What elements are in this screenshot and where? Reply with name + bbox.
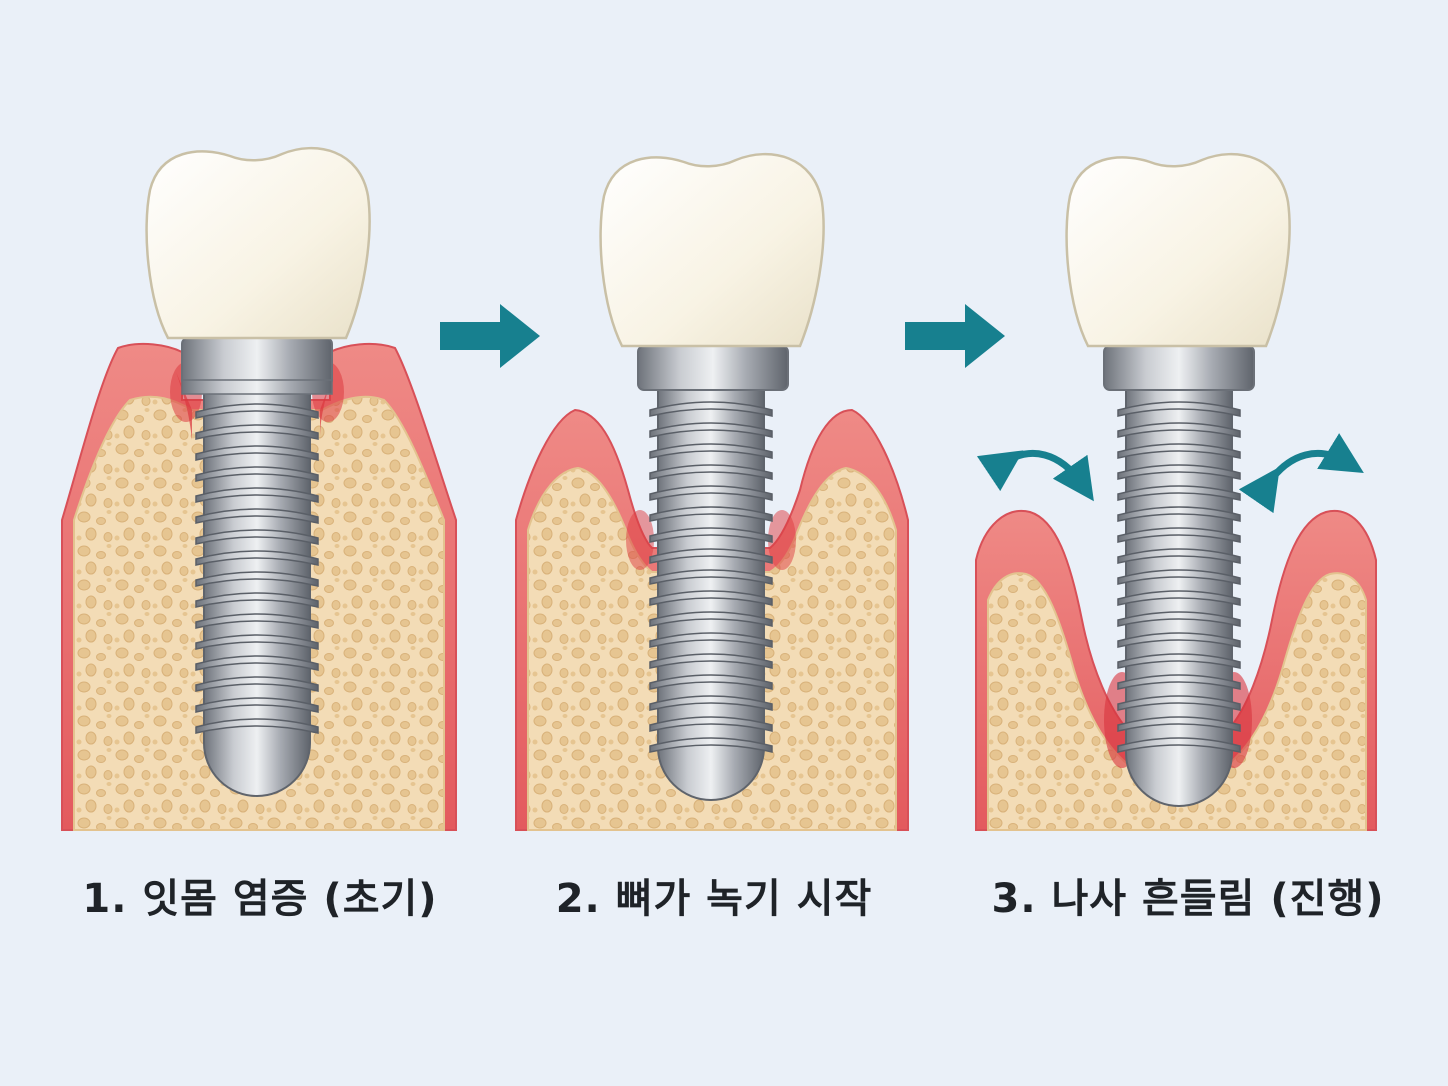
implant-abutment xyxy=(637,345,789,391)
screw-thread xyxy=(649,422,773,438)
implant-screw xyxy=(649,389,773,801)
screw-thread xyxy=(649,716,773,732)
stage-1-illustration xyxy=(61,146,457,831)
screw-thread xyxy=(649,611,773,627)
screw-thread xyxy=(195,466,319,482)
screw-thread xyxy=(649,527,773,543)
screw-thread xyxy=(649,401,773,417)
screw-thread xyxy=(195,676,319,692)
implant-screw xyxy=(1117,389,1241,807)
implant-screw xyxy=(195,391,319,797)
screw-thread xyxy=(1117,548,1241,564)
screw-thread xyxy=(195,718,319,734)
tooth-crown xyxy=(599,152,825,348)
screw-thread xyxy=(649,653,773,669)
tooth-crown xyxy=(145,146,371,340)
screw-thread xyxy=(195,508,319,524)
stage-3-illustration xyxy=(975,152,1377,831)
screw-thread xyxy=(649,485,773,501)
screw-thread xyxy=(649,506,773,522)
screw-thread xyxy=(195,445,319,461)
screw-thread xyxy=(195,424,319,440)
screw-thread xyxy=(1117,716,1241,732)
screw-thread xyxy=(195,655,319,671)
arrow-right-icon xyxy=(440,304,540,368)
implant-abutment xyxy=(1103,345,1255,391)
screw-thread xyxy=(1117,674,1241,690)
stage-2-caption: 2. 뼈가 녹기 시작 xyxy=(555,876,873,922)
screw-thread xyxy=(1117,632,1241,648)
screw-thread xyxy=(1117,527,1241,543)
stage-2-illustration xyxy=(515,152,909,831)
screw-thread xyxy=(195,697,319,713)
screw-thread xyxy=(195,613,319,629)
wobble-arrow-icon xyxy=(976,450,1094,502)
screw-thread xyxy=(649,737,773,753)
screw-thread xyxy=(195,592,319,608)
screw-thread xyxy=(649,464,773,480)
screw-thread xyxy=(195,403,319,419)
screw-thread xyxy=(1117,590,1241,606)
tooth-crown xyxy=(1065,152,1291,348)
screw-thread xyxy=(195,529,319,545)
screw-thread xyxy=(649,548,773,564)
screw-thread xyxy=(1117,737,1241,753)
wobble-arrow-icon xyxy=(1238,433,1364,514)
stage-3-caption: 3. 나사 흔들림 (진행) xyxy=(991,876,1385,922)
screw-thread xyxy=(195,487,319,503)
screw-thread xyxy=(1117,695,1241,711)
screw-thread xyxy=(649,569,773,585)
arrow-right-icon xyxy=(905,304,1005,368)
screw-thread xyxy=(1117,569,1241,585)
screw-thread xyxy=(1117,401,1241,417)
stage-1-caption: 1. 잇몸 염증 (초기) xyxy=(82,876,438,922)
screw-thread xyxy=(195,550,319,566)
screw-thread xyxy=(1117,653,1241,669)
screw-thread xyxy=(649,632,773,648)
screw-thread xyxy=(1117,506,1241,522)
screw-thread xyxy=(195,571,319,587)
screw-thread xyxy=(195,634,319,650)
screw-thread xyxy=(649,590,773,606)
screw-thread xyxy=(649,695,773,711)
screw-thread xyxy=(649,443,773,459)
gum-inflammation xyxy=(176,372,334,440)
screw-thread xyxy=(1117,611,1241,627)
implant-abutment xyxy=(181,337,333,387)
screw-thread xyxy=(649,674,773,690)
